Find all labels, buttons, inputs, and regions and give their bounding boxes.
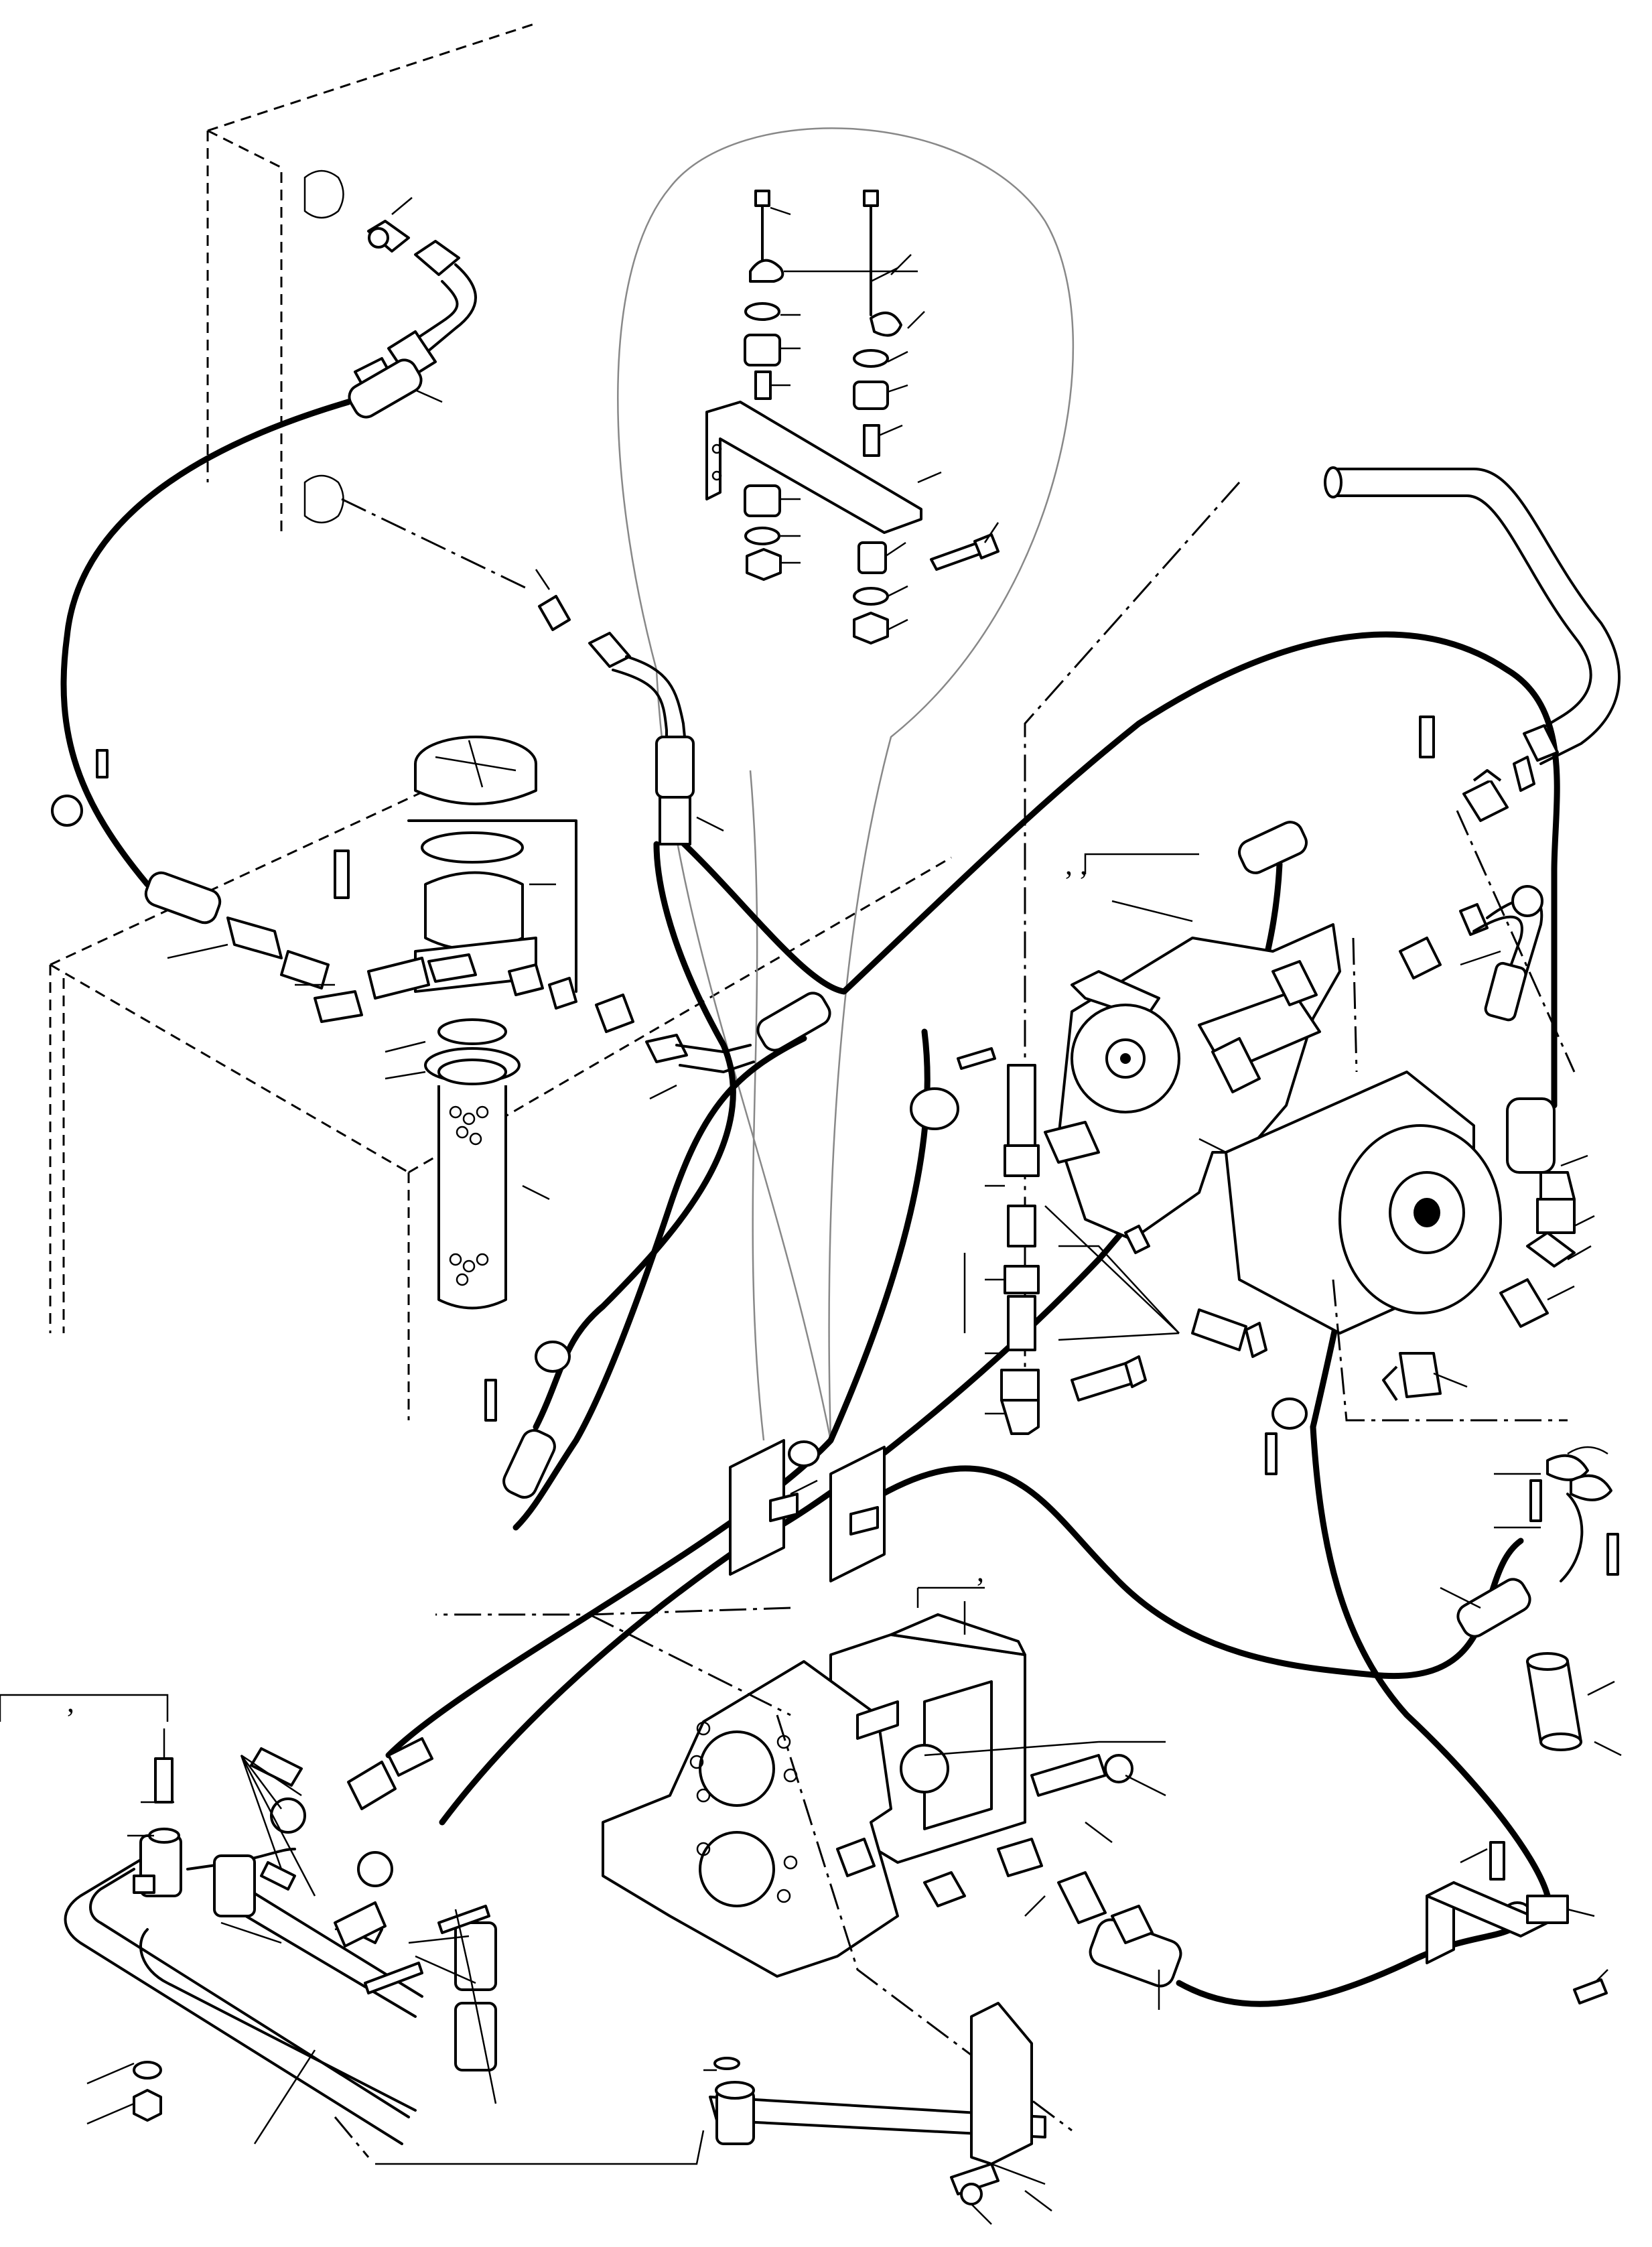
- callout-motor: ,: [977, 1555, 984, 1588]
- rigid-tube: [1324, 466, 1621, 765]
- callout-pump-top: , ,: [1065, 848, 1087, 881]
- bottom-center-bracket: [375, 2002, 1052, 2225]
- hydraulic-motor: [435, 1586, 1166, 2132]
- hose-sleeves: [51, 358, 1619, 2004]
- cabinet-outline: [49, 22, 952, 1420]
- motor-fittings: [997, 1754, 1166, 2010]
- right-middle-fittings: [1440, 1446, 1612, 1609]
- detail-balloon: [617, 127, 1075, 1441]
- main-pump: [963, 853, 1502, 1335]
- lower-left-tubes: [0, 1694, 497, 2145]
- callout-labels: , , , ,: [67, 848, 1087, 1718]
- balloon-bracket-parts: [705, 190, 1000, 644]
- callout-left-box: ,: [67, 1686, 74, 1718]
- filter-tank: [167, 736, 755, 1310]
- bottom-right-bracket: [1426, 1848, 1608, 1984]
- middle-fittings: [985, 482, 1267, 1435]
- right-sleeve: [1526, 1652, 1622, 1757]
- bolt-icon: [863, 190, 879, 316]
- bottom-left-fittings: [334, 1901, 387, 2158]
- pump-side-fittings: [1332, 756, 1595, 1422]
- strainer-holes: [449, 1105, 489, 1286]
- center-manifold: [729, 1439, 886, 1582]
- bolt-icon: [754, 190, 770, 263]
